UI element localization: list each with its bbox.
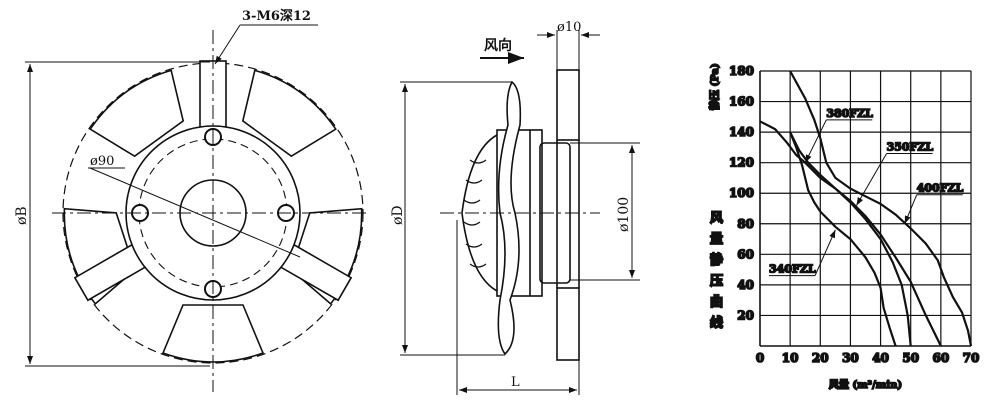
blade bbox=[290, 207, 363, 305]
y-tick-label: 160 bbox=[729, 95, 754, 109]
front-view bbox=[25, 24, 370, 392]
dim-10 bbox=[537, 30, 600, 70]
chart-title: 风量静压曲线 bbox=[710, 211, 723, 331]
x-tick-label: 70 bbox=[963, 351, 980, 365]
series-line-380fzl bbox=[759, 120, 912, 347]
rotor-scallops bbox=[463, 159, 487, 268]
x-tick-label: 40 bbox=[872, 351, 889, 365]
y-tick-label: 40 bbox=[737, 278, 754, 292]
x-tick-label: 20 bbox=[812, 351, 829, 365]
dim-L bbox=[456, 220, 580, 395]
series-line-350fzl bbox=[789, 131, 942, 347]
fan-dia-label: øD bbox=[390, 205, 406, 225]
series-label-340fzl: 340FZL bbox=[769, 263, 816, 276]
x-tick-label: 50 bbox=[902, 351, 919, 365]
y-tick-label: 20 bbox=[737, 308, 754, 322]
series-label-350fzl: 350FZL bbox=[887, 140, 934, 153]
side-view bbox=[400, 30, 640, 395]
dim-B bbox=[25, 61, 210, 367]
y-axis-label: 静压 (Pa) bbox=[708, 63, 721, 110]
fan-curve-chart: 0 10 20 30 40 50 60 70 20 40 60 80 100 120 140 160 180 38… bbox=[707, 63, 980, 392]
outer-dia-label: øB bbox=[14, 206, 30, 225]
flange-bottom bbox=[556, 287, 580, 361]
x-tick-label: 30 bbox=[842, 351, 859, 365]
airflow-label: 风向 bbox=[484, 37, 512, 54]
series-line-340fzl bbox=[789, 131, 897, 347]
rotor-cap bbox=[461, 134, 498, 292]
mounting-arms bbox=[73, 60, 353, 302]
series-label-400fzl: 400FZL bbox=[917, 182, 964, 195]
x-tick-label: 0 bbox=[756, 351, 764, 365]
pcd-leader bbox=[89, 167, 301, 258]
x-tick-label: 10 bbox=[782, 351, 799, 365]
label-leader bbox=[856, 153, 888, 206]
x-tick-label: 60 bbox=[933, 351, 950, 365]
thread-note: 3-M6深12 bbox=[242, 8, 311, 24]
dim-100 bbox=[570, 142, 640, 281]
length-label: L bbox=[511, 375, 520, 390]
y-tick-label: 180 bbox=[729, 64, 754, 78]
dim-D bbox=[400, 81, 512, 356]
pcd-label: ø90 bbox=[90, 154, 114, 169]
fan-blades bbox=[63, 69, 363, 363]
blade bbox=[241, 69, 337, 158]
y-tick-label: 60 bbox=[737, 247, 754, 261]
y-tick-label: 140 bbox=[729, 125, 754, 139]
label-leader bbox=[804, 119, 827, 163]
y-tick-label: 100 bbox=[729, 186, 754, 200]
blade bbox=[161, 304, 265, 363]
spigot-label: ø100 bbox=[616, 197, 632, 232]
center-lines bbox=[52, 30, 370, 392]
shaft-label: ø10 bbox=[557, 20, 581, 35]
flange-top bbox=[556, 69, 580, 141]
thread-leader bbox=[214, 24, 241, 65]
y-tick-label: 80 bbox=[737, 217, 754, 231]
series-label-380fzl: 380FZL bbox=[826, 107, 873, 120]
label-leader bbox=[904, 194, 918, 224]
y-tick-label: 120 bbox=[729, 156, 754, 170]
blade-profile bbox=[497, 80, 522, 356]
x-axis-label: 风量 (m³/min) bbox=[829, 378, 902, 391]
label-leader bbox=[814, 229, 836, 276]
blade bbox=[89, 69, 185, 158]
